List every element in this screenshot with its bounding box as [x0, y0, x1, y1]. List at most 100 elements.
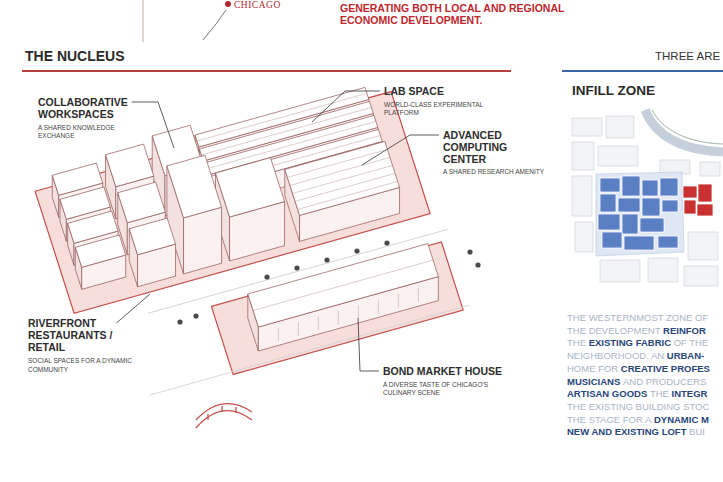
tree-dot-part: [354, 248, 359, 253]
body-text: THE EXISTING BUILDING STOC: [567, 401, 709, 412]
body-text: THE STAGE FOR A: [567, 414, 651, 425]
tree-dot-part: [384, 240, 389, 245]
workspace-block-part: [106, 144, 154, 187]
callout-note: A DIVERSE TASTE OF CHICAGO'S CULINARY SC…: [383, 381, 513, 398]
tree-dot-part: [324, 257, 329, 262]
zone-map-part-part: [658, 236, 678, 248]
zone-map-part-part: [606, 116, 634, 138]
callout-note: A SHARED KNOWLEDGE EXCHANGE: [38, 124, 128, 141]
paragraph-line: THE DEVELOPMENTREINFOR: [567, 325, 721, 338]
zone-map: [572, 110, 723, 286]
paragraph-line: NEIGHBORHOOD. ANURBAN-: [567, 350, 721, 363]
zone-map-part-part: [640, 218, 664, 232]
zone-map-part-part: [660, 178, 678, 196]
zone-map-part-part: [598, 146, 638, 166]
workspace-block: [75, 235, 125, 289]
computing-center-block: [285, 141, 400, 241]
workspace-block-part: [118, 182, 166, 223]
zone-map-part-part: [684, 200, 696, 214]
emphasis-text: CREATIVE PROFES: [621, 363, 710, 374]
bridge-part: [221, 406, 222, 412]
zone-map-part-part: [622, 214, 638, 234]
workspace-block-part: [167, 155, 222, 218]
zone-title: INFILL ZONE: [572, 83, 655, 98]
tree-dot-part: [264, 274, 269, 279]
callout-note: WORLD-CLASS EXPERIMENTAL PLATFORM: [384, 101, 499, 118]
paragraph-line: THE EXISTING BUILDING STOC: [567, 401, 721, 414]
place-name: CHICAGO: [234, 0, 281, 11]
paragraph-line: MUSICIANSAND PRODUCERS: [567, 376, 721, 389]
zone-map-part-part: [683, 186, 697, 198]
zone-map-part: [683, 184, 713, 216]
bridge: [196, 404, 252, 428]
emphasis-text: EXISTING FABRIC: [589, 337, 671, 348]
zone-map-part: [596, 172, 684, 256]
leader-line: [362, 135, 439, 165]
zone-map-part-part: [700, 162, 720, 176]
bridge-part: [207, 414, 208, 420]
top-strip: [143, 0, 231, 42]
market-hall-block-part: [398, 294, 399, 308]
market-hall-block-part: [338, 311, 339, 325]
top-strip-part: [203, 10, 226, 40]
tree-dot-part: [475, 262, 480, 267]
top-strip-part: [225, 1, 231, 7]
market-hall-block: [248, 244, 439, 351]
body-text: THE: [650, 388, 669, 399]
paragraph-line: HOME FORCREATIVE PROFES: [567, 363, 721, 376]
zone-map-part-part: [684, 266, 718, 286]
paragraph-line: ARTISAN GOODSTHEINTEGR: [567, 388, 721, 401]
zone-map-part-part: [600, 178, 620, 192]
emphasis-text: NEW AND EXISTING LOFT: [567, 426, 686, 437]
zone-map-part: [598, 176, 678, 250]
callout-title: BOND MARKET HOUSE: [383, 366, 502, 378]
tree-dot-part: [193, 313, 198, 318]
workspace-block-part: [75, 235, 125, 267]
body-text: AND PRODUCERS: [623, 376, 706, 387]
tagline: GENERATING BOTH LOCAL AND REGIONAL ECONO…: [340, 2, 585, 26]
zone-map-part-part: [688, 232, 718, 260]
market-hall-block-part: [358, 305, 359, 319]
computing-center-block-part: [290, 157, 390, 185]
callout-title: ADVANCED COMPUTING CENTER: [443, 130, 523, 165]
body-text: NEIGHBORHOOD. AN: [567, 350, 664, 361]
emphasis-text: MUSICIANS: [567, 376, 620, 387]
zone-map-part-part: [572, 118, 602, 136]
computing-center-block-part: [293, 165, 393, 193]
zone-map-part-part: [618, 198, 640, 212]
zone-map-part-part: [572, 142, 594, 170]
computing-center-block-part: [298, 181, 398, 209]
zone-map-part-part: [624, 236, 654, 250]
leader-line: [358, 318, 379, 371]
zone-map-part-part: [622, 176, 640, 196]
leader-line: [132, 102, 174, 148]
workspace-block-part: [184, 207, 222, 274]
body-text: THE WESTERNMOST ZONE OF: [567, 312, 708, 323]
workspace-block-part: [215, 158, 284, 217]
emphasis-text: URBAN-: [667, 350, 704, 361]
emphasis-text: ARTISAN GOODS: [567, 388, 647, 399]
tree-dot-part: [467, 249, 472, 254]
tree-dot-part: [294, 265, 299, 270]
body-text: THE DEVELOPMENT: [567, 325, 660, 336]
top-strip-part: [143, 0, 144, 42]
computing-center-block-part: [287, 149, 387, 177]
zone-map-part: [645, 110, 723, 152]
site-ground: [35, 92, 470, 395]
callout-title: RIVERFRONT RESTAURANTS / RETAIL: [28, 318, 133, 353]
paragraph-line: THEEXISTING FABRICOF THE: [567, 337, 721, 350]
market-hall-block-part: [253, 260, 433, 310]
bridge-part: [196, 404, 252, 420]
section-title: THREE ARE: [655, 50, 720, 63]
section-title: THE NUCLEUS: [25, 49, 125, 65]
leader-line: [116, 294, 150, 323]
emphasis-text: DYNAMIC M: [654, 414, 709, 425]
callout-title: LAB SPACE: [384, 86, 444, 98]
zone-map-part-part: [662, 200, 678, 212]
market-hall-block-part: [418, 288, 419, 302]
zone-map-part: [572, 116, 720, 286]
zone-map-part-part: [642, 198, 660, 216]
body-text: OF THE: [674, 337, 709, 348]
zone-map-part-part: [575, 222, 593, 252]
